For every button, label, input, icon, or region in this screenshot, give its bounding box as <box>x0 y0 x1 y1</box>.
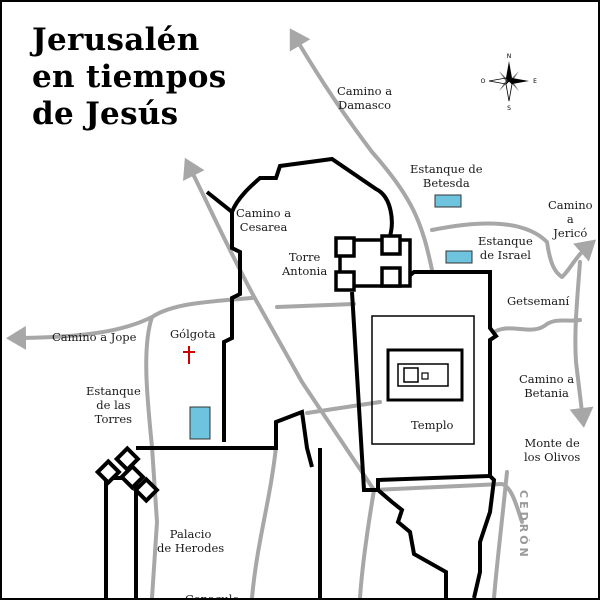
label-cedron: CEDRÓN <box>517 490 530 560</box>
herod-palace <box>94 445 160 598</box>
road-north-temple <box>275 302 356 309</box>
north-wall-upper <box>230 156 394 237</box>
road-damasco <box>289 28 434 272</box>
golgota-cross-icon <box>183 346 195 364</box>
pool-torres <box>189 406 211 440</box>
roads <box>6 28 597 598</box>
road-cesarea <box>183 157 376 492</box>
road-betania <box>569 260 594 428</box>
label-monte-olivos: Monte de los Olivos <box>524 436 581 464</box>
first-wall <box>136 409 314 468</box>
road-temple-bridge <box>305 400 382 415</box>
torre-antonia <box>334 234 412 292</box>
compass-s: S <box>507 105 511 112</box>
label-estanque-betesda: Estanque de Betesda <box>410 162 483 190</box>
city-walls <box>136 156 499 598</box>
label-estanque-israel: Estanque de Israel <box>478 234 533 262</box>
temple-precinct <box>350 270 499 492</box>
label-golgota: Gólgota <box>170 327 216 341</box>
road-southeast <box>372 482 524 524</box>
road-south-2 <box>358 488 376 598</box>
map-title: Jerusalén en tiempos de Jesús <box>32 22 226 133</box>
title-line-2: en tiempos <box>32 59 227 95</box>
compass-e: E <box>533 78 537 85</box>
temple-court <box>371 315 475 445</box>
temple-sanctuary <box>397 363 449 387</box>
road-getsemani <box>492 318 582 334</box>
temple-holy <box>403 367 419 383</box>
road-south-1 <box>250 445 278 598</box>
temple-complex <box>371 315 475 445</box>
label-estanque-torres: Estanque de las Torres <box>86 384 141 426</box>
title-line-3: de Jesús <box>32 96 179 132</box>
compass-o: O <box>481 78 486 85</box>
road-west-loop <box>144 315 159 598</box>
label-camino-cesarea: Camino a Cesarea <box>236 206 292 234</box>
road-east-valley <box>492 470 509 598</box>
south-wall-east-2 <box>472 474 497 598</box>
compass-icon: N S E O <box>481 53 537 112</box>
label-camino-jope: Camino a Jope <box>52 330 137 344</box>
pool-israel <box>445 250 473 264</box>
temple-altar <box>421 372 429 380</box>
label-camino-damasco: Camino a Damasco <box>337 84 393 112</box>
title-line-1: Jerusalén <box>32 22 200 58</box>
label-bottom-cut: Cenaculo <box>185 592 240 600</box>
compass-n: N <box>507 53 512 60</box>
pool-betesda <box>434 194 462 208</box>
south-wall-east <box>376 488 448 598</box>
label-templo: Templo <box>411 418 454 432</box>
temple-inner <box>386 348 464 402</box>
label-palacio-herodes: Palacio de Herodes <box>157 527 225 555</box>
pools <box>189 194 473 440</box>
road-jerico <box>430 221 597 279</box>
label-torre-antonia: Torre Antonia <box>282 250 328 278</box>
north-wall <box>205 190 242 442</box>
label-getsemani: Getsemaní <box>507 294 570 308</box>
label-camino-jerico: Camino a Jericó <box>548 198 593 240</box>
label-camino-betania: Camino a Betania <box>519 372 575 400</box>
